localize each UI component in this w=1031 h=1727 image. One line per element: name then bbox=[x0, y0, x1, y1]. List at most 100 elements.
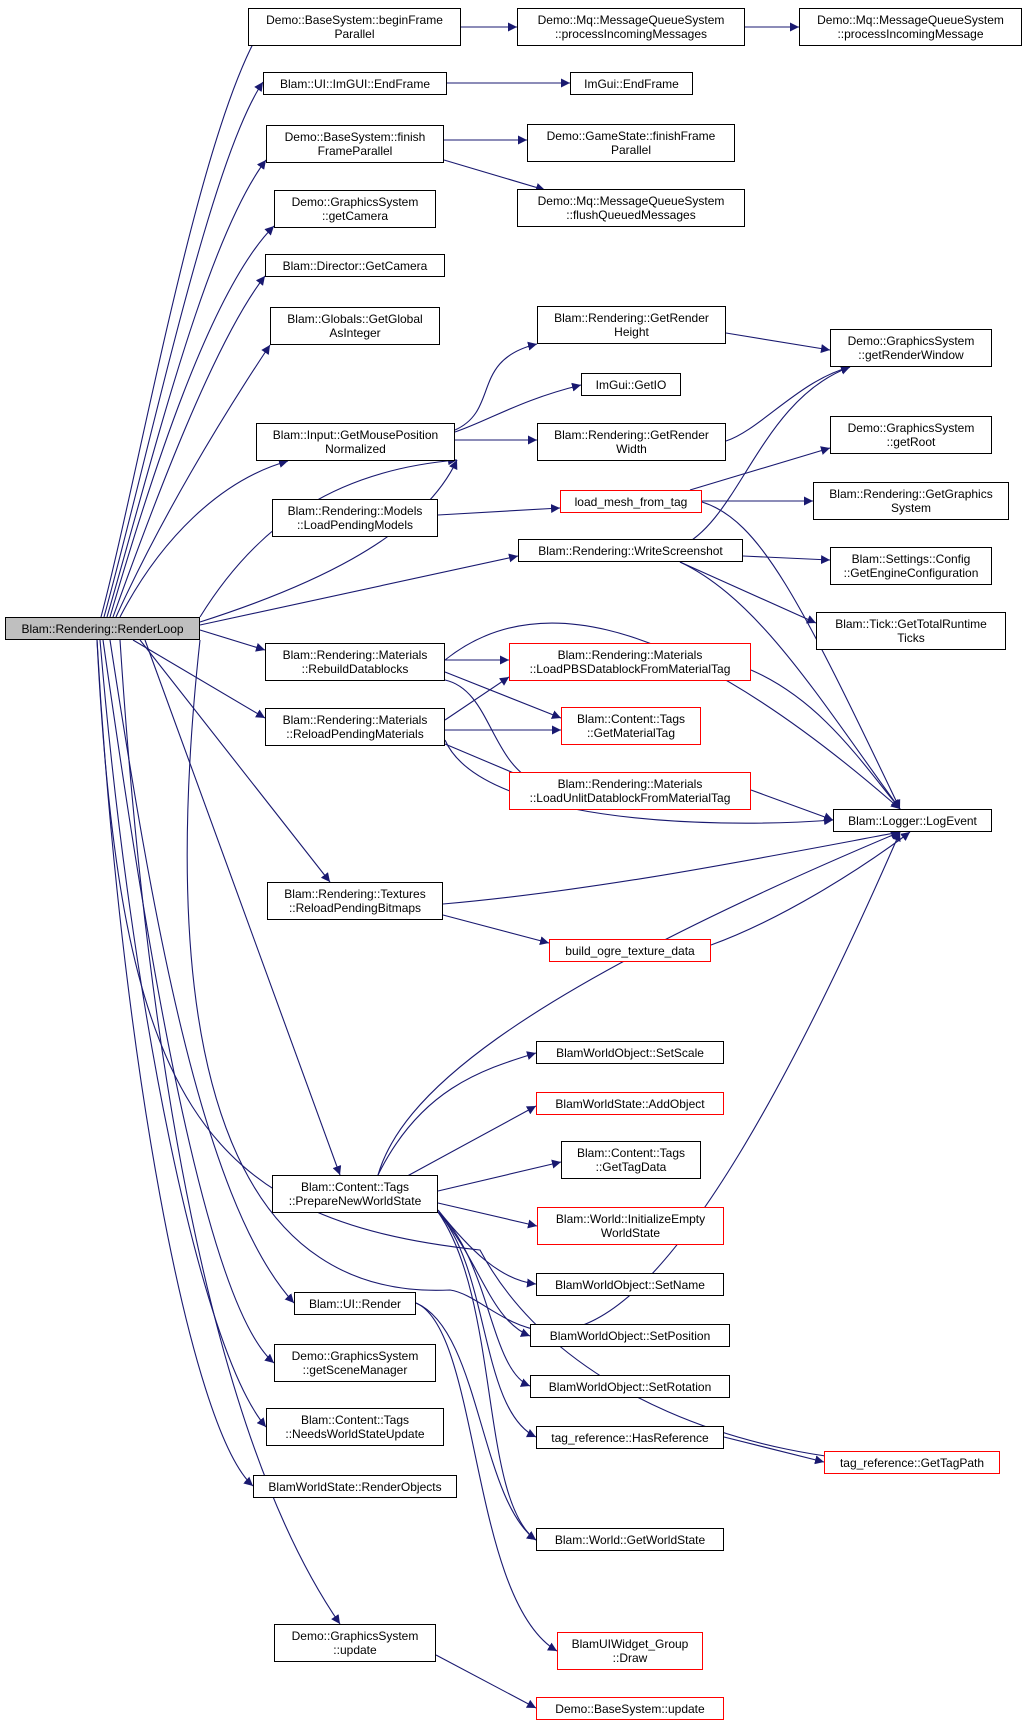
call-edge bbox=[399, 1105, 537, 1181]
call-edge bbox=[96, 639, 901, 1467]
call-edge bbox=[723, 1436, 825, 1465]
node-imgui-endframe[interactable]: ImGui::EndFrame bbox=[570, 72, 693, 95]
call-edge bbox=[454, 382, 582, 433]
node-gettotalruntimeticks[interactable]: Blam::Tick::GetTotalRuntime Ticks bbox=[816, 612, 1006, 650]
call-edge bbox=[444, 622, 901, 810]
node-getscenemanager[interactable]: Demo::GraphicsSystem ::getSceneManager bbox=[274, 1344, 436, 1382]
call-edge bbox=[437, 504, 561, 516]
node-getmousepositionnormalized[interactable]: Blam::Input::GetMousePosition Normalized bbox=[256, 423, 455, 461]
node-reloadpendingmaterials[interactable]: Blam::Rendering::Materials ::ReloadPendi… bbox=[265, 708, 445, 746]
call-edge bbox=[139, 639, 331, 883]
node-reloadpendingbitmaps[interactable]: Blam::Rendering::Textures ::ReloadPendin… bbox=[267, 882, 443, 920]
node-getengineconfiguration[interactable]: Blam::Settings::Config ::GetEngineConfig… bbox=[830, 547, 992, 585]
call-edge bbox=[725, 364, 851, 442]
edges bbox=[96, 22, 911, 1709]
node-processincomingmessages[interactable]: Demo::Mq::MessageQueueSystem ::processIn… bbox=[517, 8, 745, 46]
node-finishframeparallel[interactable]: Demo::BaseSystem::finish FrameParallel bbox=[266, 125, 444, 163]
call-edge bbox=[103, 81, 264, 618]
node-hasreference[interactable]: tag_reference::HasReference bbox=[536, 1426, 724, 1449]
node-imgui-getio[interactable]: ImGui::GetIO bbox=[581, 373, 681, 396]
node-loadunlitdatablock[interactable]: Blam::Rendering::Materials ::LoadUnlitDa… bbox=[509, 772, 751, 810]
node-imgui-endframe-blam[interactable]: Blam::UI::ImGUI::EndFrame bbox=[263, 72, 447, 95]
call-edge bbox=[109, 639, 295, 1304]
node-getrenderwindow[interactable]: Demo::GraphicsSystem ::getRenderWindow bbox=[830, 329, 992, 367]
node-getgraphicssystem[interactable]: Blam::Rendering::GetGraphics System bbox=[813, 482, 1009, 520]
node-writescreenshot[interactable]: Blam::Rendering::WriteScreenshot bbox=[518, 539, 743, 562]
call-edge bbox=[437, 1211, 531, 1387]
node-preparenewworldstate[interactable]: Blam::Content::Tags ::PrepareNewWorldSta… bbox=[272, 1175, 438, 1213]
node-getrenderwidth[interactable]: Blam::Rendering::GetRender Width bbox=[537, 423, 726, 461]
call-edge bbox=[689, 446, 831, 491]
node-setposition[interactable]: BlamWorldObject::SetPosition bbox=[530, 1324, 730, 1347]
call-edge bbox=[444, 679, 536, 783]
call-edge bbox=[100, 22, 266, 618]
call-edge bbox=[106, 159, 267, 618]
node-gettagdata[interactable]: Blam::Content::Tags ::GetTagData bbox=[561, 1141, 701, 1179]
node-addobject[interactable]: BlamWorldState::AddObject bbox=[536, 1092, 724, 1115]
call-edge bbox=[437, 1211, 531, 1337]
call-edge bbox=[437, 1211, 537, 1541]
call-edge bbox=[444, 671, 562, 719]
node-getworldstate[interactable]: Blam::World::GetWorldState bbox=[536, 1528, 724, 1551]
node-rebuilddatablocks[interactable]: Blam::Rendering::Materials ::RebuildData… bbox=[265, 643, 445, 681]
node-basesystem-update[interactable]: Demo::BaseSystem::update bbox=[536, 1697, 724, 1720]
node-widgetgroup-draw[interactable]: BlamUIWidget_Group ::Draw bbox=[557, 1632, 703, 1670]
node-getroot[interactable]: Demo::GraphicsSystem ::getRoot bbox=[830, 416, 992, 454]
call-edge bbox=[112, 275, 266, 618]
node-renderobjects[interactable]: BlamWorldState::RenderObjects bbox=[253, 1475, 457, 1498]
call-edge bbox=[442, 829, 901, 905]
call-edge bbox=[199, 629, 266, 652]
call-edge bbox=[679, 561, 817, 624]
node-gamestate-finishframeparallel[interactable]: Demo::GameState::finishFrame Parallel bbox=[527, 124, 735, 162]
call-edge bbox=[444, 676, 510, 721]
node-loadpbsdatablock[interactable]: Blam::Rendering::Materials ::LoadPBSData… bbox=[509, 643, 751, 681]
call-edge bbox=[435, 1654, 537, 1709]
call-edge bbox=[679, 561, 901, 810]
node-initializeemptyworldstate[interactable]: Blam::World::InitializeEmpty WorldState bbox=[537, 1207, 724, 1245]
call-edge bbox=[144, 639, 342, 1176]
node-setname[interactable]: BlamWorldObject::SetName bbox=[536, 1273, 724, 1296]
call-edge bbox=[415, 1302, 558, 1652]
call-edge bbox=[437, 1202, 538, 1229]
node-logevent[interactable]: Blam::Logger::LogEvent bbox=[833, 809, 992, 832]
node-gs-getcamera[interactable]: Demo::GraphicsSystem ::getCamera bbox=[274, 190, 436, 228]
call-edge bbox=[442, 914, 550, 946]
call-edge bbox=[99, 639, 267, 1428]
call-edge bbox=[115, 344, 271, 618]
node-getmaterialtag[interactable]: Blam::Content::Tags ::GetMaterialTag bbox=[561, 707, 701, 745]
node-flushqueuedmessages[interactable]: Demo::Mq::MessageQueueSystem ::flushQueu… bbox=[517, 189, 745, 227]
call-edge bbox=[199, 456, 458, 618]
node-loadpendingmodels[interactable]: Blam::Rendering::Models ::LoadPendingMod… bbox=[272, 499, 438, 537]
call-edge bbox=[437, 1159, 562, 1192]
call-edge bbox=[750, 789, 834, 822]
call-edge bbox=[444, 739, 834, 826]
node-gs-update[interactable]: Demo::GraphicsSystem ::update bbox=[274, 1624, 436, 1662]
node-needsworldstateupdate[interactable]: Blam::Content::Tags ::NeedsWorldStateUpd… bbox=[266, 1408, 444, 1446]
call-edge bbox=[199, 459, 458, 623]
node-build-ogre-texture-data[interactable]: build_ogre_texture_data bbox=[549, 939, 711, 962]
node-setrotation[interactable]: BlamWorldObject::SetRotation bbox=[530, 1375, 730, 1398]
call-edge bbox=[377, 1051, 537, 1176]
node-load-mesh-from-tag[interactable]: load_mesh_from_tag bbox=[560, 490, 702, 513]
call-edge bbox=[750, 669, 901, 810]
node-beginframeparallel[interactable]: Demo::BaseSystem::beginFrame Parallel bbox=[248, 8, 461, 46]
node-ui-render[interactable]: Blam::UI::Render bbox=[294, 1292, 416, 1315]
call-edge bbox=[742, 555, 831, 565]
call-edge bbox=[679, 365, 851, 548]
node-director-getcamera[interactable]: Blam::Director::GetCamera bbox=[265, 254, 445, 277]
call-edge bbox=[710, 831, 911, 946]
node-gettagpath[interactable]: tag_reference::GetTagPath bbox=[824, 1451, 1000, 1474]
call-edge bbox=[454, 341, 538, 431]
call-edge bbox=[199, 553, 519, 626]
call-edge bbox=[109, 225, 275, 618]
node-processincomingmessage[interactable]: Demo::Mq::MessageQueueSystem ::processIn… bbox=[799, 8, 1022, 46]
call-edge bbox=[132, 639, 266, 719]
node-setscale[interactable]: BlamWorldObject::SetScale bbox=[536, 1041, 724, 1064]
node-getglobalasinteger[interactable]: Blam::Globals::GetGlobal AsInteger bbox=[270, 307, 440, 345]
call-edge bbox=[725, 332, 831, 353]
call-edge bbox=[96, 639, 254, 1487]
call-edge bbox=[119, 459, 289, 618]
node-getrenderheight[interactable]: Blam::Rendering::GetRender Height bbox=[537, 306, 726, 344]
call-edge bbox=[437, 1211, 537, 1438]
